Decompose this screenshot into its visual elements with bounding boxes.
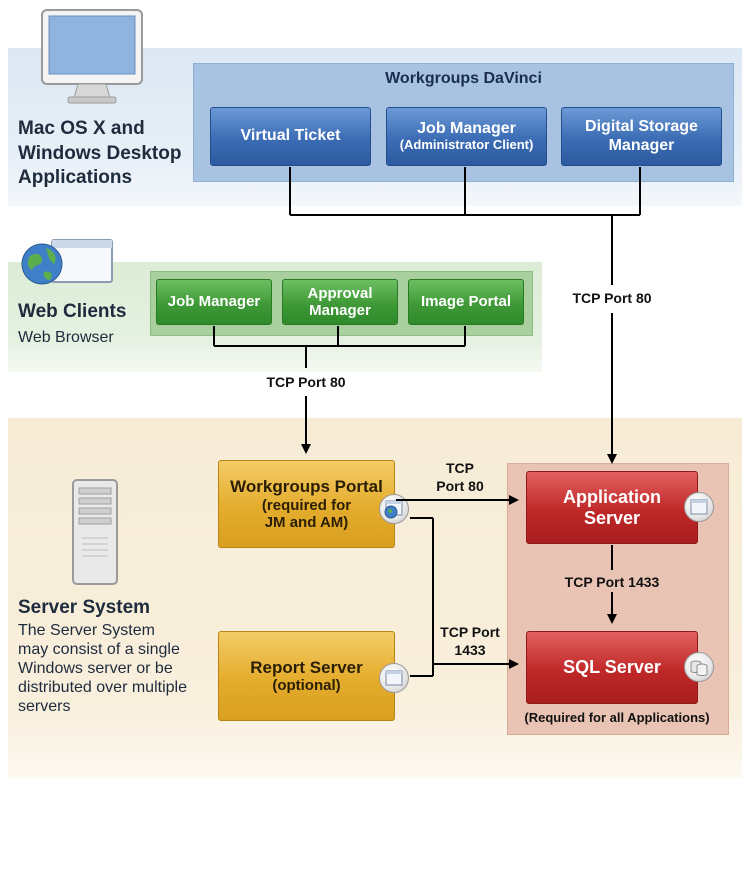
globe-browser-icon xyxy=(20,238,116,286)
desktop-computer-icon xyxy=(40,8,144,106)
server-tower-icon xyxy=(70,478,120,588)
application-server-box[interactable]: Application Server xyxy=(526,471,698,544)
report-server-box[interactable]: Report Server (optional) xyxy=(218,631,395,721)
sql-server-note: (Required for all Applications) xyxy=(524,710,710,725)
to-sql-port-label: TCP Port 1433 xyxy=(440,624,500,658)
desktop-section-label: Mac OS X and Windows Desktop Application… xyxy=(18,118,182,189)
image-portal-box[interactable]: Image Portal xyxy=(408,279,524,325)
approval-manager-box[interactable]: Approval Manager xyxy=(282,279,398,325)
web-browser-label: Web Browser xyxy=(18,329,114,346)
database-icon xyxy=(684,652,714,682)
digital-storage-manager-box[interactable]: Digital Storage Manager xyxy=(561,107,722,166)
web-clients-label: Web Clients xyxy=(18,301,127,322)
sql-server-box[interactable]: SQL Server xyxy=(526,631,698,704)
browser-window-icon xyxy=(684,492,714,522)
desktop-port-label: TCP Port 80 xyxy=(572,290,652,306)
server-system-description: The Server System may consist of a singl… xyxy=(18,622,187,715)
virtual-ticket-box[interactable]: Virtual Ticket xyxy=(210,107,371,166)
app-to-sql-port-label: TCP Port 1433 xyxy=(564,574,660,590)
browser-window-icon xyxy=(379,663,409,693)
portal-to-app-port-label: TCP Port 80 xyxy=(436,460,484,494)
web-port-label: TCP Port 80 xyxy=(266,374,346,390)
web-job-manager-box[interactable]: Job Manager xyxy=(156,279,272,325)
davinci-group-title: Workgroups DaVinci xyxy=(385,70,542,87)
server-system-label: Server System xyxy=(18,597,151,618)
job-manager-admin-box[interactable]: Job Manager (Administrator Client) xyxy=(386,107,547,166)
